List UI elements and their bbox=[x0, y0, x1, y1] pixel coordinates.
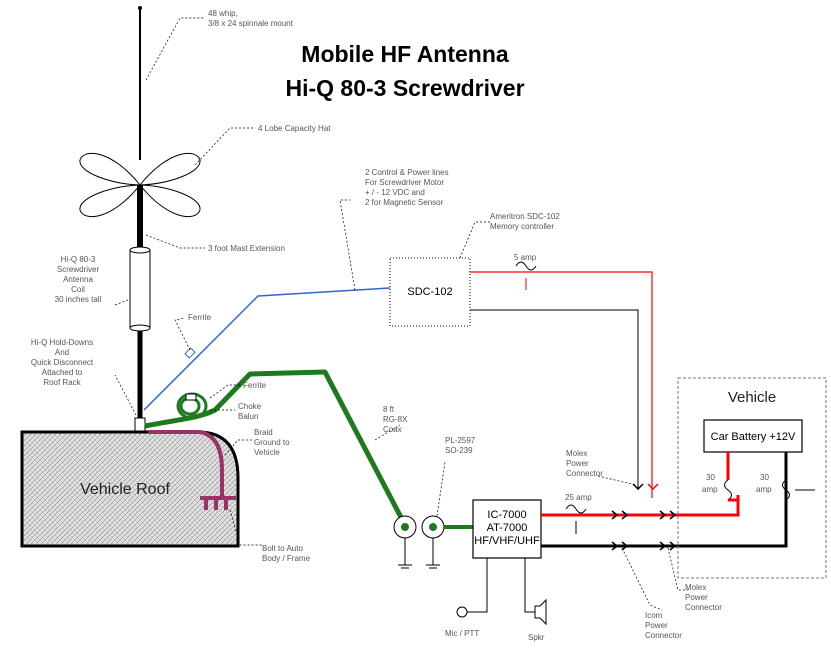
label-molex-top-1: Molex bbox=[566, 449, 587, 458]
sdc-controller-box bbox=[389, 257, 471, 327]
label-braid-2: Ground to bbox=[254, 438, 290, 447]
label-coil-1: Hi-Q 80-3 bbox=[61, 255, 96, 264]
label-cable-1: 2 Control & Power lines bbox=[365, 168, 449, 177]
label-pl-1: PL-2597 bbox=[445, 436, 476, 445]
label-molex-bottom-2: Power bbox=[685, 593, 708, 602]
label-molex-top-3: Connector bbox=[566, 469, 603, 478]
label-fuse-30-right-2: amp bbox=[756, 485, 772, 494]
label-choke-1: Choke bbox=[238, 402, 262, 411]
label-fuse-30-left-1: 30 bbox=[706, 473, 715, 482]
label-molex-top-2: Power bbox=[566, 459, 589, 468]
car-battery-label: Car Battery +12V bbox=[711, 431, 796, 443]
label-icom-1: Icom bbox=[645, 611, 663, 620]
radio-line-1: IC-7000 bbox=[487, 509, 526, 521]
label-ameritron-2: Memory controller bbox=[490, 222, 554, 231]
label-fuse-5amp: 5 amp bbox=[514, 253, 537, 262]
so239-connector-left bbox=[393, 515, 417, 569]
label-coil-5: 30 inches tall bbox=[55, 295, 102, 304]
label-whip-2: 3/8 x 24 spinnale mount bbox=[208, 19, 294, 28]
label-fuse-30-left-2: amp bbox=[702, 485, 718, 494]
label-whip-1: 48 whip, bbox=[208, 9, 238, 18]
radio-line-3: HF/VHF/UHF bbox=[474, 535, 540, 547]
fuse-30amp-right bbox=[782, 479, 790, 501]
label-cable-3: + / - 12 VDC and bbox=[365, 188, 425, 197]
radio-line-2: AT-7000 bbox=[487, 522, 528, 534]
radio-box bbox=[472, 499, 542, 559]
mic-icon bbox=[456, 606, 468, 618]
capacity-hat bbox=[79, 152, 201, 218]
label-ferrite-blue: Ferrite bbox=[188, 313, 212, 322]
label-mount-2: And bbox=[55, 348, 69, 357]
vehicle-roof-label: Vehicle Roof bbox=[80, 481, 170, 498]
title-line-1: Mobile HF Antenna bbox=[301, 41, 509, 67]
label-molex-bottom-1: Molex bbox=[685, 583, 706, 592]
label-mount-4: Attached to bbox=[42, 368, 83, 377]
label-cable-4: 2 for Magnetic Sensor bbox=[365, 198, 444, 207]
car-battery bbox=[703, 419, 803, 453]
label-icom-2: Power bbox=[645, 621, 668, 630]
label-mount-3: Quick Disconnect bbox=[31, 358, 94, 367]
fused-positive-lead bbox=[728, 498, 740, 515]
label-choke-2: Balun bbox=[238, 412, 258, 421]
fuse-5amp bbox=[515, 261, 537, 271]
connector-chevrons bbox=[611, 483, 677, 551]
label-coax-1: 8 ft bbox=[383, 405, 395, 414]
label-capacity-hat: 4 Lobe Capacity Hat bbox=[258, 124, 331, 133]
vehicle-label: Vehicle bbox=[728, 389, 776, 406]
label-mount-5: Roof Rack bbox=[43, 378, 81, 387]
whip-tip bbox=[138, 6, 142, 10]
controller-positive-wire bbox=[470, 271, 653, 498]
fuse-30amp-left bbox=[724, 479, 732, 501]
label-mount-1: Hi-Q Hold-Downs bbox=[31, 338, 93, 347]
label-molex-bottom-3: Connector bbox=[685, 603, 722, 612]
label-coil-4: Coil bbox=[71, 285, 85, 294]
radio-negative-wire bbox=[541, 452, 788, 548]
controller-negative-wire bbox=[470, 309, 639, 490]
vehicle-box bbox=[677, 377, 827, 579]
screwdriver-coil bbox=[129, 246, 151, 332]
label-coil-2: Screwdriver bbox=[57, 265, 100, 274]
label-coil-3: Antenna bbox=[63, 275, 93, 284]
ferrite-green-bead bbox=[185, 393, 197, 401]
label-spkr: Spkr bbox=[528, 633, 545, 642]
label-braid-3: Vehicle bbox=[254, 448, 280, 457]
label-cable-2: For Screwdriver Motor bbox=[365, 178, 444, 187]
braid-ground bbox=[148, 430, 236, 510]
label-pl-2: SO-239 bbox=[445, 446, 473, 455]
label-icom-3: Connector bbox=[645, 631, 682, 640]
sdc-controller-label: SDC-102 bbox=[407, 286, 452, 298]
so239-connector-right bbox=[421, 515, 445, 569]
label-fuse-25amp: 25 amp bbox=[565, 493, 592, 502]
label-braid-1: Braid bbox=[254, 428, 273, 437]
leader-lines bbox=[114, 17, 688, 611]
label-ameritron-1: Ameritron SDC-102 bbox=[490, 212, 560, 221]
label-coax-2: RG-8X bbox=[383, 415, 408, 424]
label-mic: Mic / PTT bbox=[445, 629, 479, 638]
label-ferrite-green: Ferrite bbox=[243, 381, 267, 390]
label-coax-3: Coax bbox=[383, 425, 402, 434]
label-mast-extension: 3 foot Mast Extension bbox=[208, 244, 285, 253]
speaker-icon bbox=[534, 598, 547, 626]
label-bolt-2: Body / Frame bbox=[262, 554, 311, 563]
mic-lead bbox=[466, 558, 488, 613]
ferrite-blue-bead bbox=[184, 347, 196, 359]
label-fuse-30-right-1: 30 bbox=[760, 473, 769, 482]
speaker-lead bbox=[524, 558, 535, 613]
quick-disconnect bbox=[134, 417, 146, 433]
fuse-25amp bbox=[565, 504, 587, 514]
title-line-2: Hi-Q 80-3 Screwdriver bbox=[285, 75, 524, 101]
control-cable bbox=[143, 287, 391, 411]
label-bolt-1: Bolt to Auto bbox=[262, 544, 303, 553]
